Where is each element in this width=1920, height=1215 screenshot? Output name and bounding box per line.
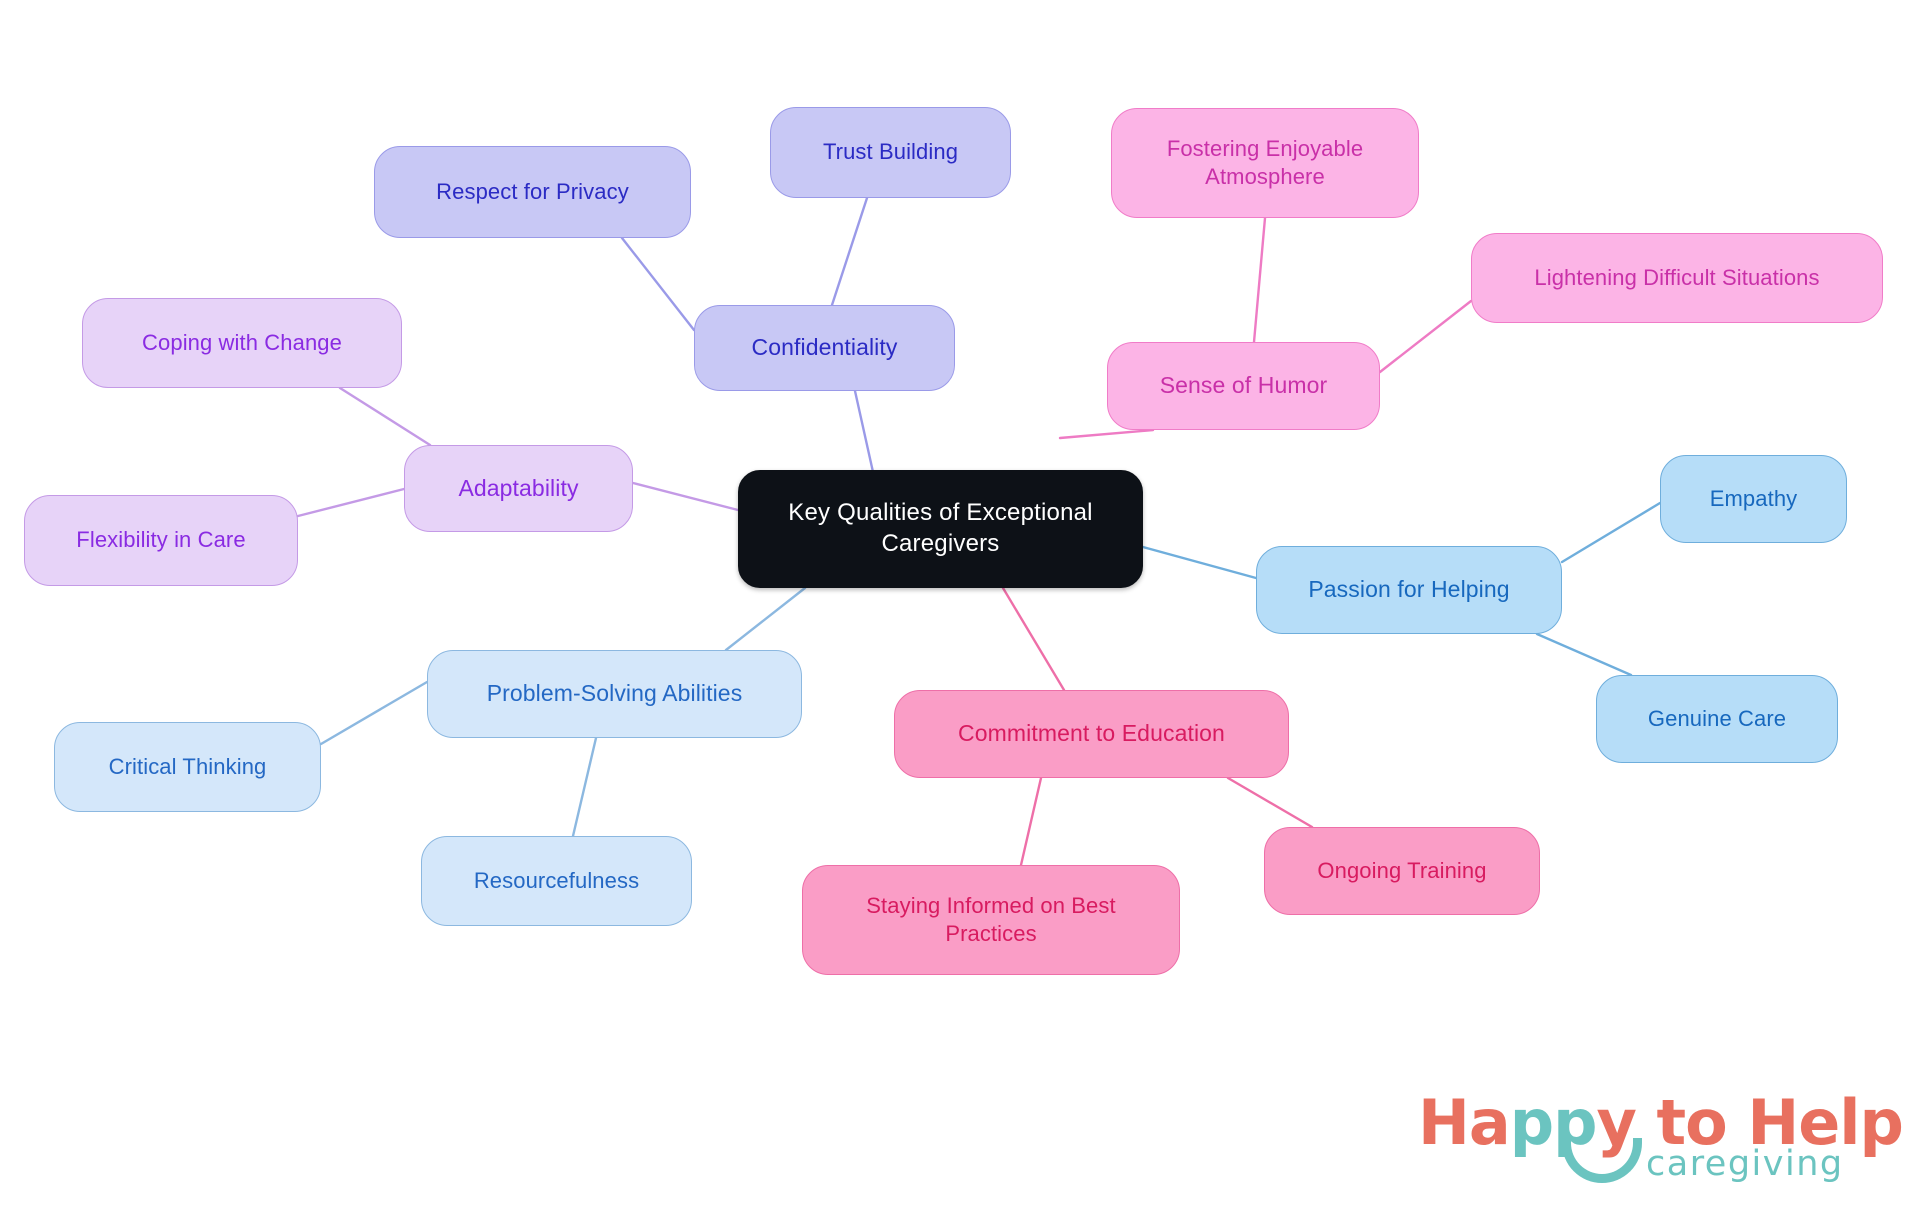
edge-problem-solving-resourcefulness <box>571 736 598 838</box>
branch-node-problem-solving-abilities[interactable]: Problem-Solving Abilities <box>427 650 802 738</box>
branch-node-adaptability[interactable]: Adaptability <box>404 445 633 532</box>
logo-part-1: Ha <box>1418 1086 1511 1159</box>
edge-commitment-ongoing-training <box>1226 776 1314 829</box>
brand-logo: Happy to Help caregiving <box>1418 1086 1904 1202</box>
edge-problem-solving-critical-thinking <box>319 680 429 746</box>
edge-root-passion-for-helping <box>1141 545 1258 580</box>
logo-wordmark: Happy to Help caregiving <box>1418 1086 1904 1184</box>
edge-root-problem-solving <box>724 586 807 652</box>
edge-passion-empathy <box>1560 501 1662 564</box>
leaf-node-coping-with-change[interactable]: Coping with Change <box>82 298 402 388</box>
branch-node-confidentiality[interactable]: Confidentiality <box>694 305 955 391</box>
root-node[interactable]: Key Qualities of Exceptional Caregivers <box>738 470 1143 588</box>
edge-root-sense-of-humor <box>1058 428 1155 440</box>
logo-part-3: y to Help <box>1596 1086 1904 1159</box>
leaf-node-lightening-difficult-situations[interactable]: Lightening Difficult Situations <box>1471 233 1883 323</box>
leaf-node-fostering-enjoyable-atmosphere[interactable]: Fostering Enjoyable Atmosphere <box>1111 108 1419 218</box>
edge-confidentiality-trust-building <box>830 196 869 307</box>
edge-adaptability-flexibility-in-care <box>296 487 406 518</box>
leaf-node-critical-thinking[interactable]: Critical Thinking <box>54 722 321 812</box>
leaf-node-genuine-care[interactable]: Genuine Care <box>1596 675 1838 763</box>
logo-subtitle: caregiving <box>1646 1144 1844 1184</box>
edge-root-commitment <box>1001 586 1066 692</box>
leaf-node-empathy[interactable]: Empathy <box>1660 455 1847 543</box>
edge-passion-genuine-care <box>1535 632 1633 677</box>
leaf-node-resourcefulness[interactable]: Resourcefulness <box>421 836 692 926</box>
branch-node-passion-for-helping[interactable]: Passion for Helping <box>1256 546 1562 634</box>
edge-sense-of-humor-fostering <box>1252 216 1267 344</box>
logo-text: Happy to Help <box>1418 1086 1904 1159</box>
leaf-node-trust-building[interactable]: Trust Building <box>770 107 1011 198</box>
edge-sense-of-humor-lightening <box>1378 299 1473 374</box>
edge-root-confidentiality <box>853 389 875 474</box>
leaf-node-respect-for-privacy[interactable]: Respect for Privacy <box>374 146 691 238</box>
leaf-node-staying-informed-on-best-practices[interactable]: Staying Informed on Best Practices <box>802 865 1180 975</box>
edge-confidentiality-respect-for-privacy <box>620 236 696 332</box>
branch-node-sense-of-humor[interactable]: Sense of Humor <box>1107 342 1380 430</box>
leaf-node-flexibility-in-care[interactable]: Flexibility in Care <box>24 495 298 586</box>
edge-root-adaptability <box>631 481 740 512</box>
branch-node-commitment-to-education[interactable]: Commitment to Education <box>894 690 1289 778</box>
edge-commitment-staying-informed <box>1019 776 1043 867</box>
edge-adaptability-coping-with-change <box>338 386 432 447</box>
leaf-node-ongoing-training[interactable]: Ongoing Training <box>1264 827 1540 915</box>
smile-icon <box>1562 1138 1642 1183</box>
